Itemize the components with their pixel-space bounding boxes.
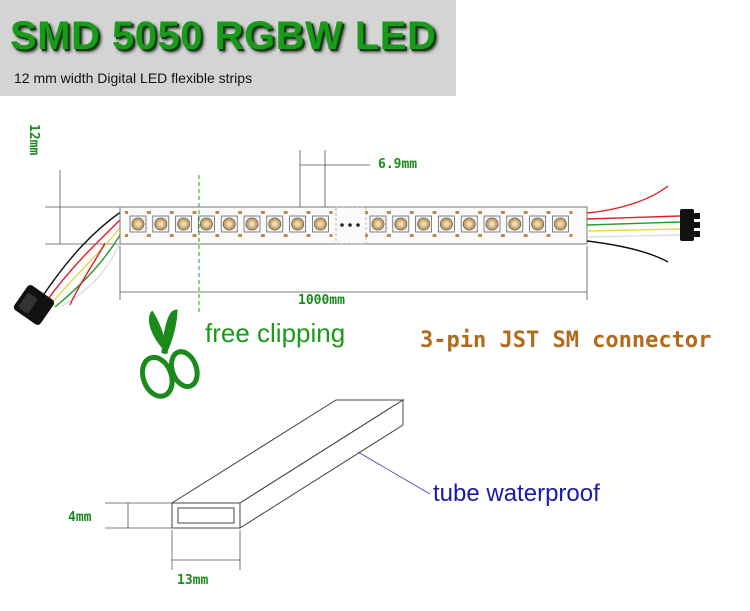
tube-width-label: 13mm <box>177 573 209 588</box>
length-dimension <box>119 246 588 300</box>
led-chip <box>524 211 550 237</box>
led-chip <box>456 211 482 237</box>
ellipsis-dots <box>340 223 360 227</box>
jst-plug-female-icon <box>13 285 55 325</box>
tube-height-label: 4mm <box>68 510 92 525</box>
tube-height-dimension <box>105 502 172 529</box>
led-chip <box>365 211 390 237</box>
product-subtitle: 12 mm width Digital LED flexible strips <box>14 70 253 86</box>
connector-label: 3-pin JST SM connector <box>420 328 712 353</box>
free-clipping-label: free clipping <box>205 318 346 348</box>
led-chip <box>193 211 219 237</box>
led-chip <box>547 211 573 237</box>
led-chip <box>501 211 527 237</box>
right-wires <box>586 185 681 263</box>
tube-width-dimension <box>171 530 241 570</box>
width-label: 12mm <box>26 124 41 156</box>
scissors-icon <box>139 309 200 399</box>
led-chip <box>307 211 333 237</box>
led-chips <box>125 211 573 237</box>
pitch-dimension <box>299 150 370 210</box>
waterproof-tube <box>170 399 405 529</box>
led-chip <box>239 211 264 237</box>
tube-waterproof-label: tube waterproof <box>433 480 600 507</box>
header-banner: SMD 5050 RGBW LED 12 mm width Digital LE… <box>0 0 456 96</box>
led-chip <box>125 211 150 237</box>
width-dimension <box>45 170 120 245</box>
product-title: SMD 5050 RGBW LED <box>10 14 437 58</box>
led-chip <box>261 211 287 237</box>
length-label: 1000mm <box>298 293 345 308</box>
jst-plug-male-icon <box>680 209 700 241</box>
tube-leader <box>357 451 431 495</box>
left-wires <box>39 210 123 308</box>
led-strip <box>119 206 588 245</box>
pitch-label: 6.9mm <box>378 157 418 172</box>
